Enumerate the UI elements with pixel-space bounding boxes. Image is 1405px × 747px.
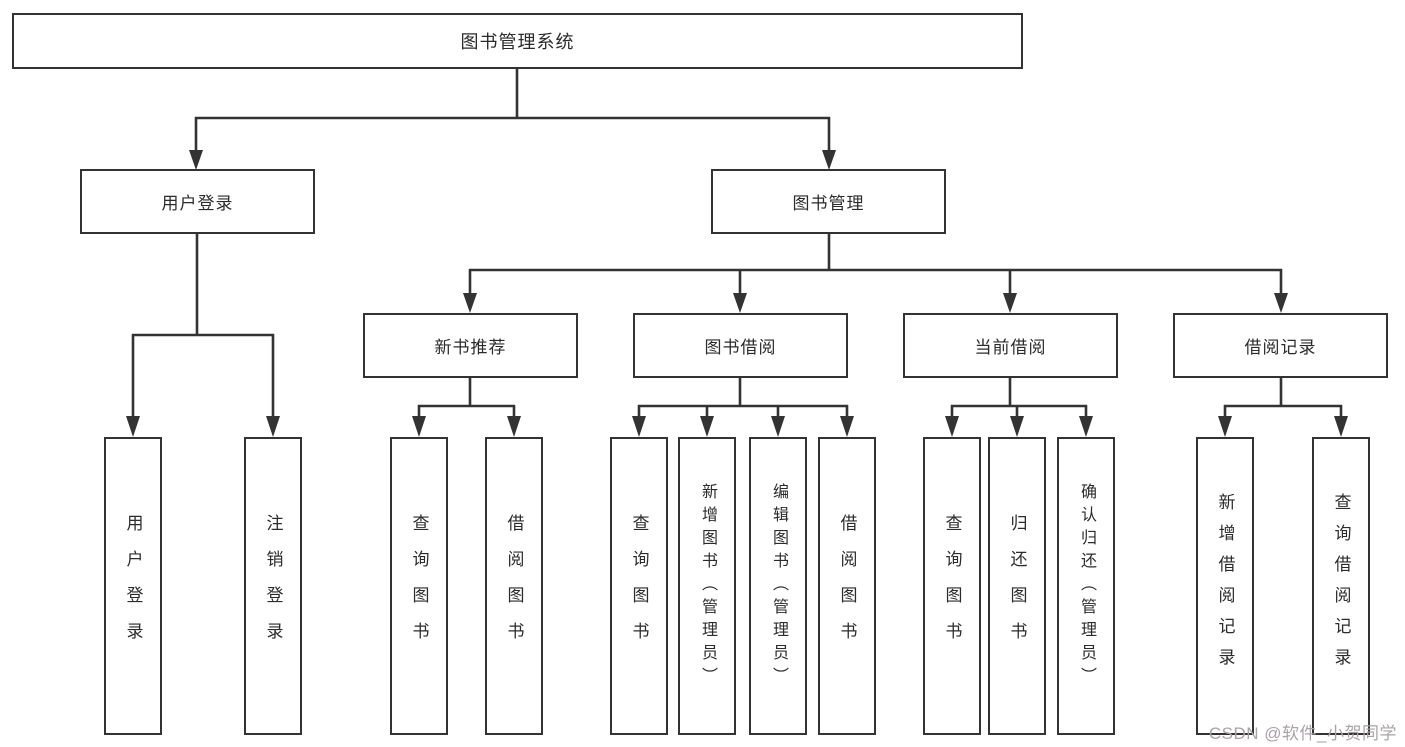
- leaf-query-borrow-record: 查询借阅记录: [1312, 437, 1370, 735]
- leaf-logout: 注销登录: [244, 437, 302, 735]
- leaf-label: 新增借阅记录: [1215, 493, 1235, 679]
- leaf-label: 注销登录: [263, 514, 283, 658]
- leaf-label: 编辑图书（管理员）: [770, 482, 787, 690]
- arrow-down-icon: [463, 293, 477, 313]
- connector-segments: [131, 69, 1343, 420]
- arrow-down-icon: [1218, 416, 1232, 437]
- leaf-label: 确认归还（管理员）: [1078, 482, 1095, 690]
- node-current-borrowing: 当前借阅: [903, 313, 1118, 378]
- arrow-down-icon: [1274, 293, 1288, 313]
- leaf-return-books: 归还图书: [988, 437, 1046, 735]
- leaf-edit-books-admin: 编辑图书（管理员）: [749, 437, 807, 735]
- arrow-down-icon: [1334, 416, 1348, 437]
- node-book-management: 图书管理: [711, 169, 946, 234]
- arrow-down-icon: [507, 416, 521, 437]
- node-label: 新书推荐: [434, 338, 507, 357]
- leaf-label: 归还图书: [1007, 514, 1027, 658]
- leaf-label: 查询图书: [942, 514, 962, 658]
- leaf-borrow-books-borrowing: 借阅图书: [818, 437, 876, 735]
- arrow-down-icon: [189, 150, 203, 170]
- arrow-down-icon: [632, 416, 646, 437]
- leaf-label: 用户登录: [123, 514, 143, 658]
- node-label: 图书借阅: [704, 338, 777, 357]
- arrow-down-icon: [822, 150, 836, 170]
- arrow-down-icon: [840, 416, 854, 437]
- arrow-down-icon: [412, 416, 426, 437]
- arrow-down-icon: [1003, 293, 1017, 313]
- node-label: 图书管理: [792, 194, 865, 213]
- node-user-login: 用户登录: [80, 169, 315, 234]
- arrow-down-icon: [126, 416, 140, 437]
- leaf-query-books-borrowing: 查询图书: [610, 437, 668, 735]
- leaf-query-books-current: 查询图书: [923, 437, 981, 735]
- leaf-label: 查询图书: [409, 514, 429, 658]
- node-library-system: 图书管理系统: [12, 13, 1023, 69]
- node-label: 当前借阅: [974, 338, 1047, 357]
- node-borrow-records: 借阅记录: [1173, 313, 1388, 378]
- leaf-user-login: 用户登录: [104, 437, 162, 735]
- node-label: 用户登录: [161, 194, 234, 213]
- arrow-down-icon: [733, 293, 747, 313]
- leaf-label: 查询图书: [629, 514, 649, 658]
- arrow-down-icon: [1079, 416, 1093, 437]
- leaf-label: 借阅图书: [837, 514, 857, 658]
- watermark: CSDN @软件_小贺同学: [1208, 724, 1397, 743]
- node-book-borrowing: 图书借阅: [633, 313, 848, 378]
- arrow-down-icon: [1010, 416, 1024, 437]
- arrow-down-icon: [700, 416, 714, 437]
- node-label: 借阅记录: [1244, 338, 1317, 357]
- leaf-confirm-return-admin: 确认归还（管理员）: [1057, 437, 1115, 735]
- leaf-add-borrow-record: 新增借阅记录: [1196, 437, 1254, 735]
- connector-arrowheads: [126, 150, 1348, 437]
- arrow-down-icon: [771, 416, 785, 437]
- leaf-query-books-recommend: 查询图书: [390, 437, 448, 735]
- leaf-label: 新增图书（管理员）: [699, 482, 716, 690]
- node-new-book-recommend: 新书推荐: [363, 313, 578, 378]
- leaf-label: 借阅图书: [504, 514, 524, 658]
- node-label: 图书管理系统: [460, 32, 575, 52]
- arrow-down-icon: [945, 416, 959, 437]
- leaf-add-books-admin: 新增图书（管理员）: [678, 437, 736, 735]
- leaf-label: 查询借阅记录: [1331, 493, 1351, 679]
- arrow-down-icon: [266, 416, 280, 437]
- leaf-borrow-books-recommend: 借阅图书: [485, 437, 543, 735]
